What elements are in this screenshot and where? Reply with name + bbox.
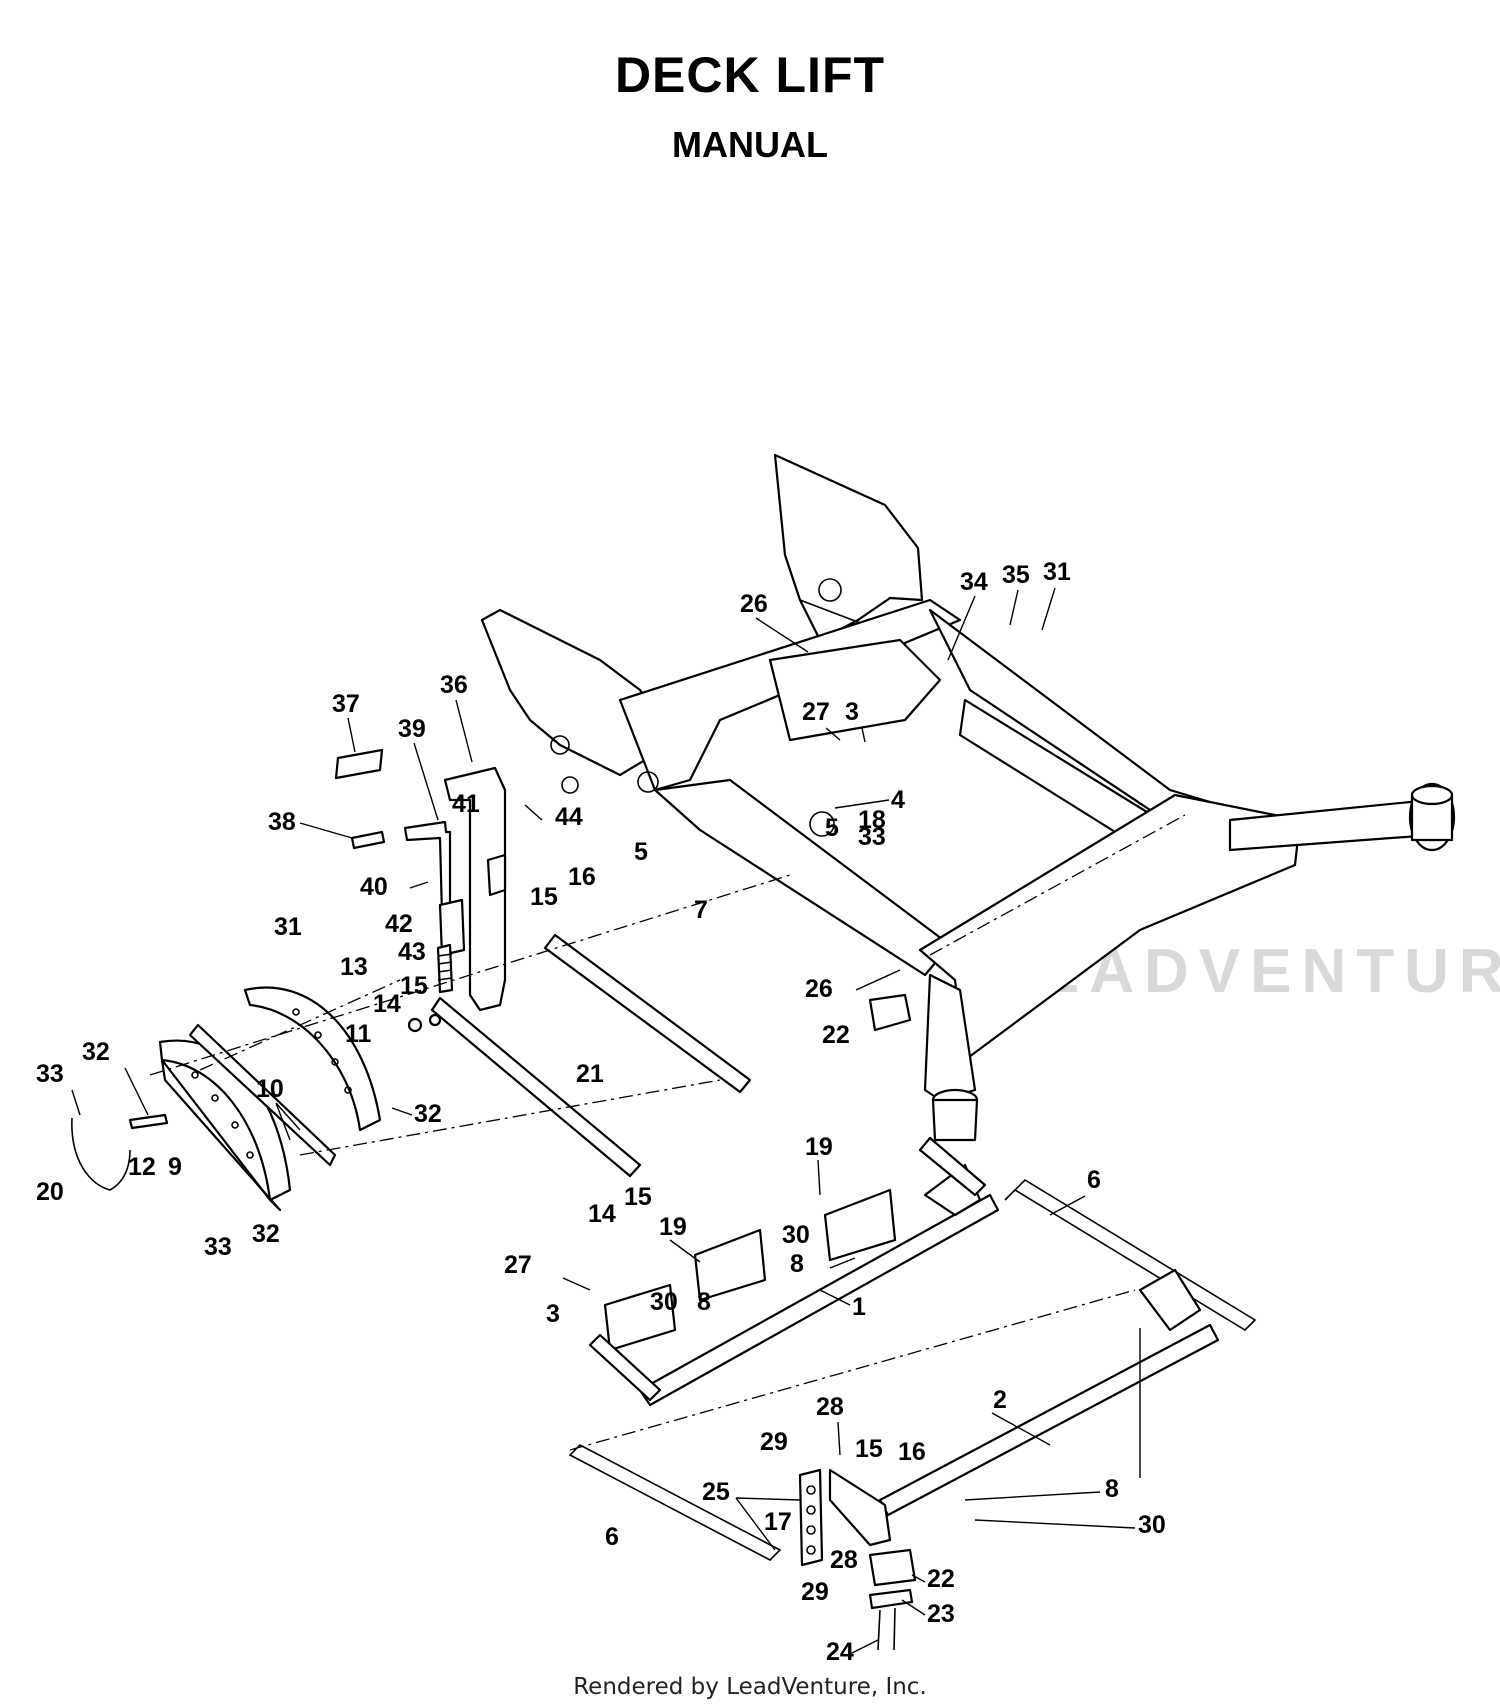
callout-label: 38 xyxy=(268,808,296,836)
callout-label: 15 xyxy=(400,972,428,1000)
callout-label: 13 xyxy=(340,953,368,981)
callout-label: 19 xyxy=(659,1213,687,1241)
callout-label: 25 xyxy=(702,1478,730,1506)
page-title: DECK LIFT xyxy=(614,47,886,103)
callout-label: 37 xyxy=(332,690,360,718)
callout-label: 30 xyxy=(782,1221,810,1249)
link-rods xyxy=(430,933,752,1178)
callout-label: 1 xyxy=(852,1293,866,1321)
callout-label: 26 xyxy=(740,590,768,618)
callout-label: 33 xyxy=(858,823,886,851)
callout-label: 8 xyxy=(1105,1475,1119,1503)
callout-label: 29 xyxy=(760,1428,788,1456)
callout-label: 8 xyxy=(790,1250,804,1278)
callout-label: 31 xyxy=(1043,558,1071,586)
callout-label: 17 xyxy=(764,1508,792,1536)
callout-label: 27 xyxy=(504,1251,532,1279)
callout-label: 27 xyxy=(802,698,830,726)
callout-label: 21 xyxy=(576,1060,604,1088)
callout-label: 18 xyxy=(858,806,886,834)
callout-label: 32 xyxy=(414,1100,442,1128)
callout-label: 10 xyxy=(256,1075,284,1103)
pedal-plates xyxy=(71,986,382,1212)
callout-label: 3 xyxy=(845,698,859,726)
rock-shaft-assembly xyxy=(568,1136,1257,1651)
callout-label: 30 xyxy=(650,1288,678,1316)
callout-label: 30 xyxy=(1138,1511,1166,1539)
callout-label: 22 xyxy=(927,1565,955,1593)
callout-label: 19 xyxy=(805,1133,833,1161)
page-subtitle: MANUAL xyxy=(672,124,828,165)
callout-label: 34 xyxy=(960,568,988,596)
callout-label: 20 xyxy=(36,1178,64,1206)
footer-credit: Rendered by LeadVenture, Inc. xyxy=(573,1674,927,1700)
callout-label: 16 xyxy=(568,863,596,891)
callout-label: 22 xyxy=(822,1021,850,1049)
callout-label: 14 xyxy=(373,990,401,1018)
callout-label: 16 xyxy=(898,1438,926,1466)
callout-label: 11 xyxy=(345,1020,372,1048)
frame-assembly xyxy=(480,453,1456,1142)
callout-label: 6 xyxy=(605,1523,619,1551)
callout-label: 40 xyxy=(360,873,388,901)
callout-label: 2 xyxy=(993,1386,1007,1414)
callout-label: 6 xyxy=(1087,1166,1101,1194)
callout-label: 44 xyxy=(555,803,583,831)
callout-label: 5 xyxy=(825,814,839,842)
callout-label: 26 xyxy=(805,975,833,1003)
lever-assembly xyxy=(334,748,507,1033)
callout-label: 39 xyxy=(398,715,426,743)
callout-label: 43 xyxy=(398,938,426,966)
callout-label: 29 xyxy=(801,1578,829,1606)
callout-label: 12 xyxy=(128,1153,156,1181)
leader-lines xyxy=(71,587,1141,1656)
callout-label: 4 xyxy=(891,786,905,814)
callout-label: 31 xyxy=(274,913,302,941)
callout-label: 33 xyxy=(36,1060,64,1088)
callout-labels: 26 34 35 31 36 37 39 27 3 41 4 38 44 5 1… xyxy=(36,558,1166,1666)
callout-label: 15 xyxy=(855,1435,883,1463)
callout-label: 9 xyxy=(168,1153,182,1181)
callout-label: 15 xyxy=(624,1183,652,1211)
callout-label: 8 xyxy=(697,1288,711,1316)
callout-label: 33 xyxy=(204,1233,232,1261)
callout-label: 23 xyxy=(927,1600,955,1628)
callout-label: 7 xyxy=(694,896,708,924)
callout-label: 42 xyxy=(385,910,413,938)
callout-label: 15 xyxy=(530,883,558,911)
callout-label: 14 xyxy=(588,1200,616,1228)
callout-label: 28 xyxy=(830,1546,858,1574)
callout-label: 5 xyxy=(634,838,648,866)
callout-label: 28 xyxy=(816,1393,844,1421)
callout-label: 24 xyxy=(826,1638,854,1666)
callout-label: 41 xyxy=(452,790,480,818)
callout-label: 32 xyxy=(82,1038,110,1066)
callout-label: 32 xyxy=(252,1220,280,1248)
callout-label: 3 xyxy=(546,1300,560,1328)
callout-label: 36 xyxy=(440,671,468,699)
callout-label: 35 xyxy=(1002,561,1030,589)
